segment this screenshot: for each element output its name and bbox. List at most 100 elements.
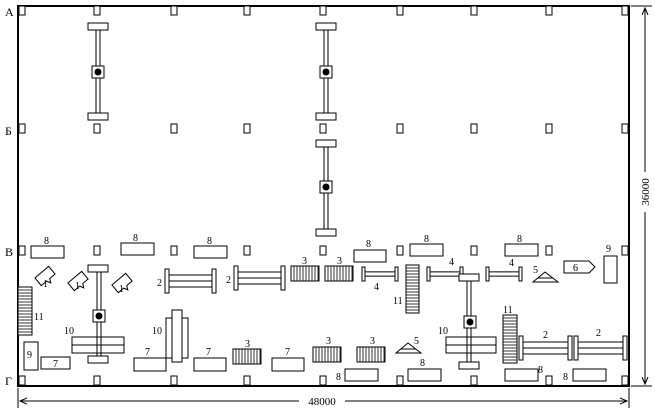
bench-8 <box>504 368 539 382</box>
column-marker <box>396 375 404 386</box>
dimension-width-label: 48000 <box>308 396 336 408</box>
column-marker <box>93 5 101 16</box>
column-marker <box>621 375 629 386</box>
label-10: 10 <box>64 326 74 337</box>
column-marker <box>545 245 553 256</box>
frame-2 <box>573 335 628 361</box>
unit-5 <box>394 342 423 354</box>
label-1: 1 <box>119 284 124 295</box>
label-4: 4 <box>509 258 514 269</box>
column-marker <box>396 245 404 256</box>
label-7: 7 <box>145 347 150 358</box>
overhead-crane <box>87 22 109 121</box>
label-5: 5 <box>533 265 538 276</box>
label-10: 10 <box>152 326 162 337</box>
bench-8 <box>407 368 442 382</box>
rack-11 <box>17 286 33 336</box>
label-1: 1 <box>75 281 80 292</box>
row-label-a: А <box>5 5 14 19</box>
cabinet-9 <box>603 255 618 284</box>
row-label-b: Б <box>5 124 12 138</box>
label-4: 4 <box>374 282 379 293</box>
label-2: 2 <box>226 275 231 286</box>
machine-1 <box>111 272 133 294</box>
label-2: 2 <box>543 330 548 341</box>
equipment-group: 8 8 8 8 8 8 8 8 8 8 1 1 1 2 <box>17 233 628 383</box>
label-1: 1 <box>43 279 48 290</box>
column-marker <box>470 123 478 134</box>
label-8: 8 <box>207 236 212 247</box>
label-3: 3 <box>326 336 331 347</box>
column-marker <box>319 245 327 256</box>
label-3: 3 <box>245 339 250 350</box>
column-marker <box>319 123 327 134</box>
frame-2-group <box>164 265 628 361</box>
machine-1 <box>34 265 56 287</box>
column-marker <box>170 245 178 256</box>
label-8: 8 <box>517 234 522 245</box>
frame-2 <box>164 268 217 294</box>
frame-4 <box>361 266 399 282</box>
column-marker <box>243 375 251 386</box>
frame-2 <box>518 335 573 361</box>
rack-11 <box>405 264 420 314</box>
label-3: 3 <box>370 336 375 347</box>
overhead-crane <box>315 139 337 237</box>
label-5: 5 <box>414 336 419 347</box>
frame-4 <box>426 266 464 282</box>
label-8: 8 <box>424 234 429 245</box>
column-marker <box>319 375 327 386</box>
rack-11 <box>502 314 518 364</box>
bench-8 <box>344 368 379 382</box>
column-marker <box>243 123 251 134</box>
bench-8 <box>120 242 155 256</box>
column-marker <box>243 5 251 16</box>
label-11: 11 <box>393 296 403 307</box>
column-marker <box>18 5 26 16</box>
table-7 <box>133 357 167 372</box>
label-7: 7 <box>206 347 211 358</box>
column-marker <box>470 5 478 16</box>
label-2: 2 <box>157 278 162 289</box>
crane-group <box>87 22 337 237</box>
jib-crane <box>458 273 480 370</box>
bench-8 <box>572 368 607 382</box>
label-7: 7 <box>53 359 58 370</box>
column-marker <box>243 245 251 256</box>
column-marker <box>93 375 101 386</box>
label-8: 8 <box>133 233 138 244</box>
label-4: 4 <box>449 257 454 268</box>
dimension-width: 48000 <box>17 388 630 408</box>
frame-2 <box>233 265 286 291</box>
label-7: 7 <box>285 347 290 358</box>
frame-4-group <box>361 266 523 282</box>
column-marker <box>545 375 553 386</box>
label-2: 2 <box>596 328 601 339</box>
label-10: 10 <box>438 326 448 337</box>
label-3: 3 <box>337 256 342 267</box>
label-6: 6 <box>573 263 578 274</box>
frame-4 <box>485 266 523 282</box>
label-9: 9 <box>27 350 32 361</box>
bench-8 <box>409 243 444 257</box>
column-marker <box>470 245 478 256</box>
unit-3 <box>324 265 354 282</box>
cabinet-9 <box>23 341 39 371</box>
column-marker <box>396 5 404 16</box>
column-marker <box>18 375 26 386</box>
unit-3 <box>290 265 320 282</box>
unit-3 <box>356 346 386 363</box>
column-marker <box>621 5 629 16</box>
row-label-v: В <box>5 245 13 259</box>
column-marker <box>93 245 101 256</box>
row-label-g: Г <box>5 374 12 388</box>
column-marker <box>170 5 178 16</box>
press-10 <box>165 309 189 363</box>
table-7 <box>40 356 71 370</box>
label-8: 8 <box>44 236 49 247</box>
dimension-height-label: 36000 <box>640 178 652 206</box>
overhead-crane <box>315 22 337 121</box>
column-marker <box>93 123 101 134</box>
